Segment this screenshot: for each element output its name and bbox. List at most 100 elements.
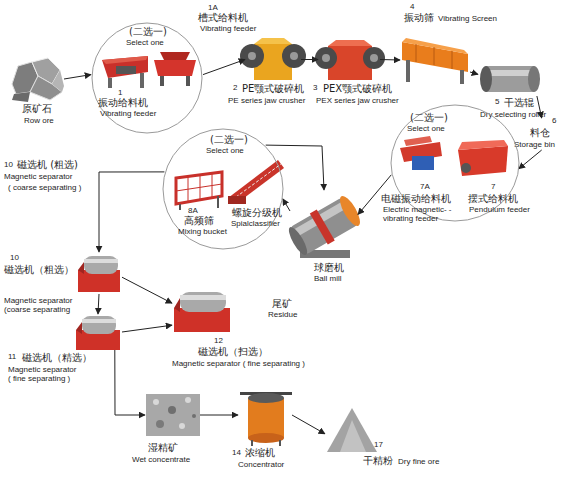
wet-concentrate-illustration — [185, 397, 191, 403]
equipment-node: 11磁选机（精选）Magnetic separator ( fine separ… — [74, 314, 122, 350]
screen-illustration — [200, 175, 201, 200]
chinese-label: (二选一) — [210, 134, 248, 146]
flow-arrow — [200, 415, 238, 416]
callout-number: 8A — [188, 206, 198, 215]
callout-number: 11 — [8, 352, 16, 361]
callout-number: 4 — [410, 2, 414, 11]
equipment-node: 球磨机Ball mill — [290, 190, 358, 260]
callout-number: 14 — [232, 448, 241, 457]
wet-concentrate-illustration — [156, 420, 164, 428]
jaw-crusher-illustration — [315, 40, 385, 80]
fine-ore-illustration — [327, 408, 377, 452]
spiral-classifier-illustration — [228, 160, 284, 204]
english-label: Ball mill — [314, 274, 342, 283]
flow-arrow — [122, 277, 172, 303]
equipment-node: 3PEX颚式破碎机PEX series jaw crusher — [318, 37, 380, 82]
trough-feeder-illustration — [160, 52, 190, 60]
electromagnetic-feeder-illustration — [412, 156, 434, 170]
select-one-group: (二选一)Select one7A电磁振动给料机Electric magneti… — [390, 104, 520, 222]
equipment-node: 2PE颚式破碎机PE series jaw crusher — [245, 37, 301, 82]
select-one-group: (二选一)Select one8A高频筛Mixing bucket螺旋分级机Sp… — [162, 128, 284, 250]
wet-concentrate-illustration — [146, 394, 200, 436]
jaw-crusher-illustration — [248, 52, 256, 60]
english-label: PE series jaw crusher — [228, 96, 305, 105]
vibrating-screen-illustration — [460, 70, 464, 84]
flow-arrow — [115, 350, 145, 415]
free-label: 尾矿 — [272, 298, 292, 310]
free-label: 磁选机 (粗选) — [17, 159, 78, 171]
concentrator-illustration — [248, 398, 284, 438]
flow-arrow — [519, 150, 542, 169]
chinese-label: 磁选机（扫选） — [198, 346, 268, 358]
flow-arrow — [266, 145, 324, 190]
chinese-label: 高频筛 — [184, 215, 214, 227]
chinese-label: 原矿石 — [22, 103, 52, 115]
screen-illustration — [176, 184, 222, 191]
magnetic-separator-illustration — [82, 319, 116, 323]
chinese-label: 料仓 — [530, 127, 550, 139]
pendulum-feeder-illustration — [458, 140, 508, 150]
equipment-node: 1振动给料机Vibrating feeder — [100, 52, 150, 88]
roller-illustration — [486, 70, 534, 76]
english-label: Vibrating feeder — [100, 109, 156, 118]
equipment-node: 4振动筛Vibrating Screen — [400, 36, 470, 84]
vibrating-screen-illustration — [452, 51, 453, 69]
pendulum-feeder-illustration — [458, 146, 508, 176]
roller-illustration — [528, 66, 540, 92]
chinese-label: 湿精矿 — [148, 442, 178, 454]
screen-illustration — [176, 172, 222, 204]
callout-number: 10 — [10, 253, 19, 262]
free-label: Residue — [268, 310, 297, 319]
chinese-label: 浓缩机 — [245, 447, 275, 459]
flow-arrow — [99, 172, 164, 252]
english-label: Magnetic separator ( fine separating ) — [172, 359, 305, 368]
jaw-crusher-illustration — [290, 52, 298, 60]
ball-mill-illustration — [286, 225, 311, 258]
chinese-label: 摆式给料机 — [468, 193, 518, 205]
jaw-crusher-illustration — [322, 54, 330, 62]
english-label: PEX series jaw crusher — [316, 96, 399, 105]
ball-mill-illustration — [336, 193, 363, 228]
equipment-node: 5干选辊Dry selecting roller — [478, 60, 540, 96]
screen-illustration — [212, 173, 213, 198]
english-label: Row ore — [24, 116, 54, 125]
concentrator-illustration — [248, 393, 284, 403]
callout-number: 5 — [495, 97, 499, 106]
english-label: Select one — [126, 38, 164, 47]
equipment-node: 湿精矿Wet concentrate — [145, 392, 200, 438]
magnetic-separator-illustration — [82, 316, 116, 334]
callout-number: 17 — [374, 440, 383, 449]
spiral-classifier-illustration — [228, 196, 246, 204]
callout-number: 2 — [233, 83, 237, 92]
flow-arrow — [122, 325, 172, 332]
flow-arrow — [64, 75, 91, 79]
roller-illustration — [480, 66, 540, 92]
chinese-label: 干精粉 — [363, 455, 393, 467]
equipment-node: 12磁选机（扫选）Magnetic separator ( fine separ… — [172, 290, 232, 334]
wet-concentrate-illustration — [179, 423, 185, 429]
fine-ore-illustration — [340, 420, 366, 452]
equipment-node: 10磁选机（粗选）Magnetic separator (coarse sepa… — [76, 252, 122, 294]
flow-arrow — [283, 199, 290, 211]
chinese-label: (二选一) — [410, 112, 448, 124]
ball-mill-illustration — [285, 192, 364, 259]
english-label: Magnetic separator ( fine separating ) — [8, 365, 79, 383]
magnetic-separator-illustration — [180, 292, 226, 312]
trough-feeder-illustration — [154, 60, 196, 76]
callout-number: 7A — [420, 182, 430, 191]
magnetic-separator-illustration — [78, 262, 84, 274]
vibrating-feeder-illustration — [108, 78, 112, 88]
magnetic-separator-illustration — [180, 295, 226, 300]
vibrating-feeder-illustration — [102, 56, 148, 64]
english-label: Select one — [206, 146, 244, 155]
magnetic-separator-illustration — [84, 259, 118, 263]
equipment-node: 7A电磁振动给料机Electric magnetic- -vibrating f… — [398, 136, 445, 172]
jaw-crusher-illustration — [254, 38, 292, 44]
magnetic-separator-illustration — [174, 292, 230, 332]
concentrator-illustration — [251, 440, 253, 446]
trough-feeder-illustration — [154, 52, 196, 86]
chinese-label: PE颚式破碎机 — [242, 83, 304, 95]
jaw-crusher-illustration — [363, 47, 385, 69]
concentrator-illustration — [279, 440, 281, 446]
